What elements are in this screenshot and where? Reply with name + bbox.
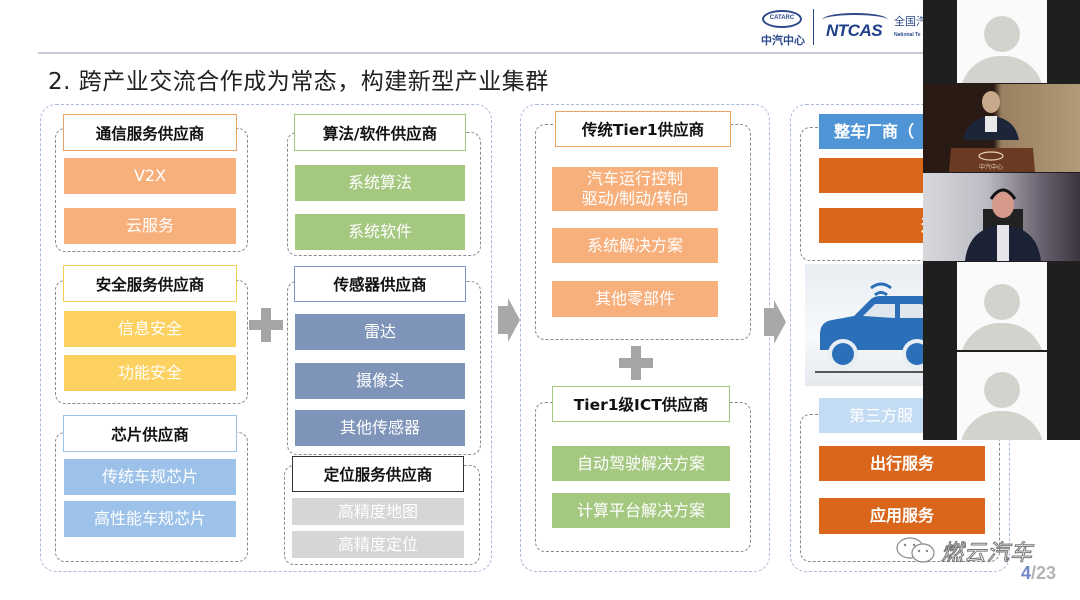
catarc-logo-mark: CATARC (762, 10, 802, 28)
logo-divider (813, 9, 814, 45)
item-vehicle-motion-control-line1: 汽车运行控制 (586, 169, 683, 188)
supplier-group-outer (40, 104, 492, 572)
wechat-icon (896, 537, 935, 563)
page-number: 4/23 (1021, 563, 1056, 584)
catarc-logo-text: 中汽中心 (761, 34, 805, 47)
item-other-sensors: 其他传感器 (295, 410, 465, 446)
wechat-watermark: 燃云汽车 (893, 532, 1063, 567)
item-vehicle-motion-control: 汽车运行控制 驱动/制动/转向 (552, 167, 718, 211)
ntcas-fullname-en: National Te (894, 32, 921, 38)
speaker-video-frame: 中汽中心 (949, 91, 1035, 172)
item-application-service: 应用服务 (819, 498, 985, 534)
page-separator: / (1031, 563, 1037, 583)
arrow-right-icon (498, 298, 520, 342)
item-cloud-service: 云服务 (64, 208, 236, 244)
plus-icon (619, 346, 653, 380)
ntcas-logo: NTCAS (820, 10, 892, 44)
ntcas-fullname-cn: 全国汽 (894, 15, 927, 28)
security-supplier-label: 安全服务供应商 (63, 265, 237, 302)
item-v2x: V2X (64, 158, 236, 194)
sensor-supplier-label: 传感器供应商 (294, 266, 466, 302)
page-total: 23 (1036, 563, 1057, 583)
arrow-right-icon (764, 300, 786, 344)
participant-tile-4[interactable] (923, 262, 1080, 350)
algo-supplier-label: 算法/软件供应商 (294, 114, 466, 151)
participant-video-frame (965, 188, 1041, 261)
ict-supplier-label: Tier1级ICT供应商 (552, 386, 730, 422)
item-computing-platform-solution: 计算平台解决方案 (552, 493, 730, 528)
ntcas-logo-text: NTCAS (826, 21, 883, 40)
participant-tile-3-headset-video[interactable] (923, 173, 1080, 261)
item-info-security: 信息安全 (64, 311, 236, 347)
user-avatar-icon (984, 284, 1020, 320)
item-hd-positioning: 高精度定位 (292, 531, 464, 558)
item-system-software: 系统软件 (295, 214, 465, 250)
item-hd-map: 高精度地图 (292, 498, 464, 525)
tier1-supplier-label: 传统Tier1供应商 (555, 111, 731, 147)
plus-icon (249, 308, 283, 342)
positioning-supplier-label: 定位服务供应商 (292, 456, 464, 492)
watermark-text: 燃云汽车 (940, 541, 1034, 567)
item-other-components: 其他零部件 (552, 281, 718, 317)
item-radar: 雷达 (295, 314, 465, 350)
ntcas-swoosh-icon (822, 13, 888, 27)
participant-tile-5[interactable] (923, 352, 1080, 440)
item-vehicle-motion-control-line2: 驱动/制动/转向 (581, 189, 689, 208)
participant-tile-2-speaker-video[interactable]: 中汽中心 (923, 84, 1080, 172)
item-functional-safety: 功能安全 (64, 355, 236, 391)
catarc-logo: CATARC 中汽中心 (758, 8, 808, 48)
page-current: 4 (1021, 563, 1032, 583)
tier1-group-outer (520, 104, 770, 572)
item-traditional-auto-chip: 传统车规芯片 (64, 459, 236, 495)
connected-car-image (805, 264, 945, 386)
item-mobility-service: 出行服务 (819, 446, 985, 481)
video-participant-panel: 中汽中心 (923, 0, 1080, 440)
item-autonomous-driving-solution: 自动驾驶解决方案 (552, 446, 730, 481)
chip-supplier-label: 芯片供应商 (63, 415, 237, 452)
item-system-solution: 系统解决方案 (552, 228, 718, 263)
user-avatar-icon (984, 16, 1020, 52)
user-avatar-icon (984, 372, 1020, 408)
item-system-algorithm: 系统算法 (295, 165, 465, 201)
participant-tile-1[interactable] (923, 0, 1080, 83)
header-divider (38, 52, 1080, 54)
svg-text:中汽中心: 中汽中心 (979, 163, 1003, 171)
page-title: 2. 跨产业交流合作成为常态，构建新型产业集群 (48, 69, 549, 95)
item-high-performance-auto-chip: 高性能车规芯片 (64, 501, 236, 537)
item-camera: 摄像头 (295, 363, 465, 399)
comm-supplier-label: 通信服务供应商 (63, 114, 237, 151)
